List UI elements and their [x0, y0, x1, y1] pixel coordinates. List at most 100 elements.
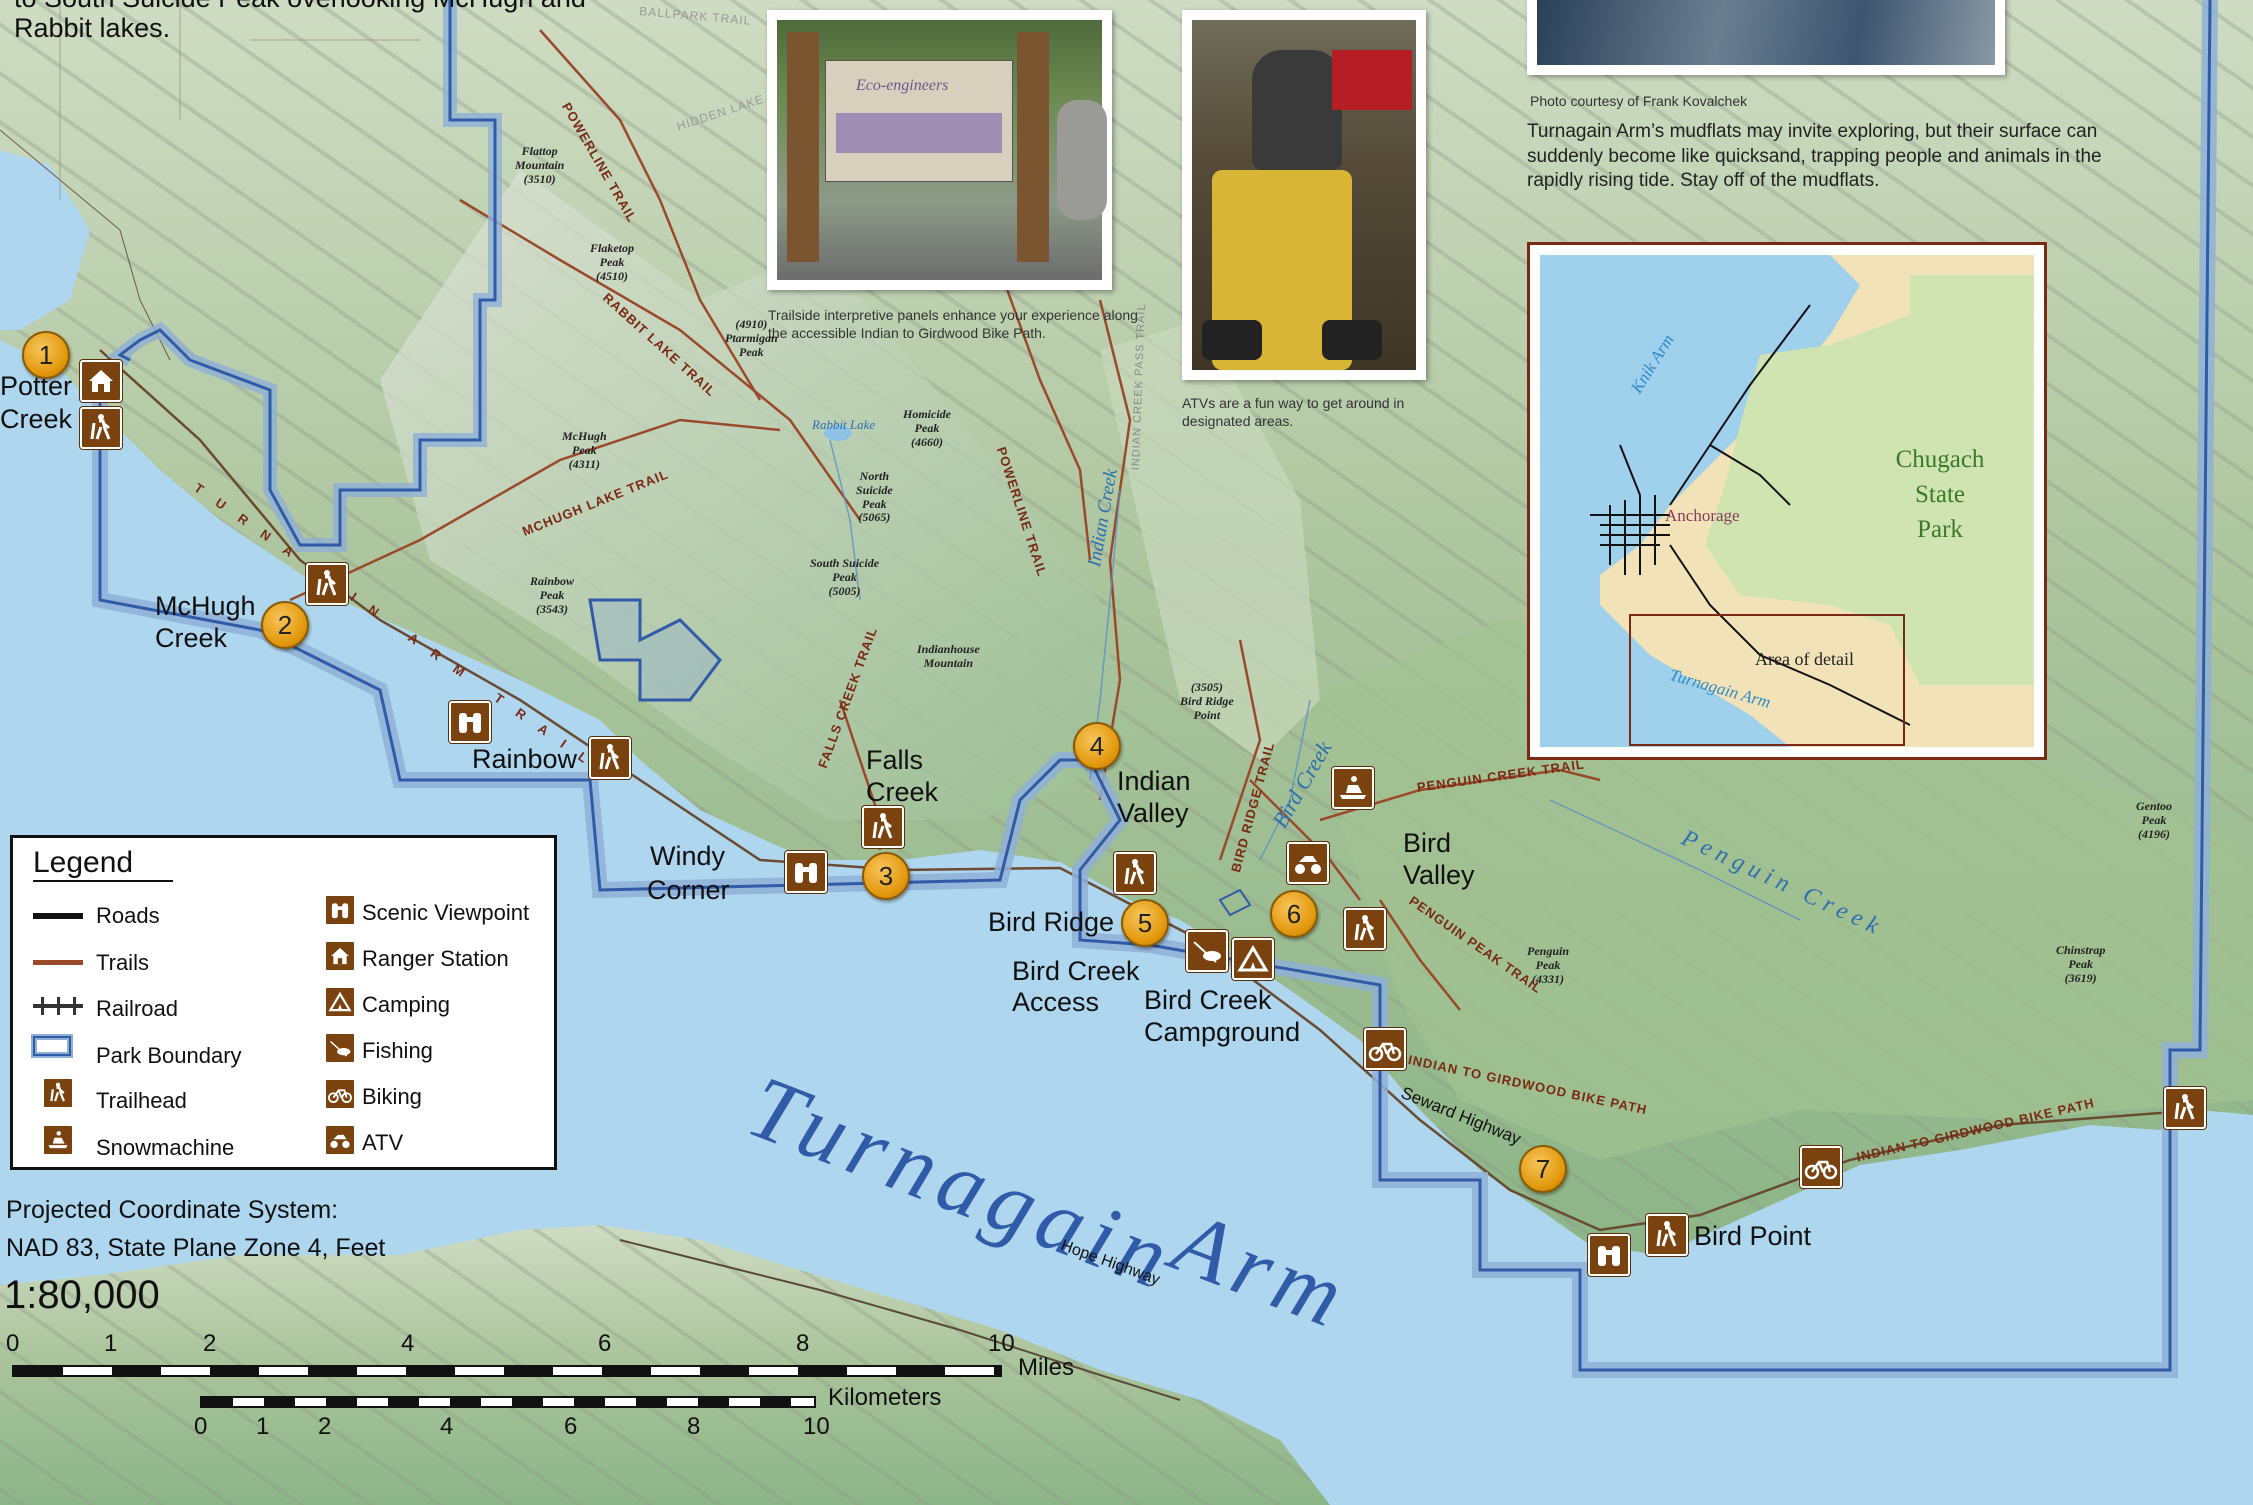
- label-bird-ridge: Bird Ridge: [988, 907, 1115, 937]
- label-bird-creek-access-1: Bird Creek: [1012, 956, 1140, 986]
- legend: Legend Roads Trails Railroad Park Bounda…: [10, 835, 557, 1170]
- miles-tick-8: 8: [796, 1330, 810, 1357]
- scale-bar-miles: [12, 1365, 1002, 1377]
- trailhead-icon[interactable]: [1646, 1214, 1688, 1256]
- legend-railroad-symbol: [33, 997, 83, 1015]
- legend-atv: ATV: [362, 1130, 404, 1155]
- km-tick-2: 2: [318, 1413, 332, 1440]
- inset-area-of-detail: Area of detail: [1755, 649, 1854, 669]
- intro-text-line1: to South Suicide Peak overlooking McHugh…: [14, 0, 586, 12]
- legend-trailhead: Trailhead: [96, 1088, 187, 1113]
- biking-icon[interactable]: [1364, 1028, 1406, 1070]
- km-tick-8: 8: [687, 1413, 701, 1440]
- legend-camping: Camping: [362, 992, 451, 1017]
- trailhead-icon[interactable]: [80, 407, 122, 449]
- km-tick-1: 1: [256, 1413, 270, 1440]
- label-windy-corner-1: Windy: [650, 841, 726, 871]
- trailhead-icon[interactable]: [1344, 908, 1386, 950]
- miles-tick-2: 2: [203, 1330, 217, 1357]
- km-tick-6: 6: [564, 1413, 578, 1440]
- legend-ranger-station-icon: [325, 941, 355, 971]
- label-windy-corner-2: Corner: [647, 875, 730, 905]
- miles-unit: Miles: [1018, 1354, 1075, 1381]
- legend-fishing: Fishing: [362, 1038, 433, 1063]
- label-potter-creek-2: Creek: [0, 404, 73, 434]
- camping-icon[interactable]: [1232, 938, 1274, 980]
- legend-trail-symbol: [33, 960, 83, 965]
- label-bird-valley-2: Valley: [1403, 860, 1475, 890]
- badge-7[interactable]: 7: [1519, 1145, 1567, 1193]
- badge-5[interactable]: 5: [1121, 899, 1169, 947]
- inset-anchorage: Anchorage: [1665, 506, 1740, 525]
- inset-locator-map: Knik Arm Anchorage Chugach State Park Ar…: [1527, 242, 2047, 760]
- mudflat-photo-credit: Photo courtesy of Frank Kovalchek: [1530, 93, 1748, 109]
- legend-roads: Roads: [96, 903, 160, 928]
- label-bird-creek-campground-2: Campground: [1144, 1017, 1301, 1047]
- legend-railroad: Railroad: [96, 996, 178, 1021]
- label-indian-valley-2: Valley: [1117, 798, 1189, 828]
- atv-photo: [1182, 10, 1426, 380]
- scenic-viewpoint-icon[interactable]: [785, 851, 827, 893]
- scale-bar-km: [200, 1396, 816, 1408]
- interpretive-panel-photo: Eco-engineers: [767, 10, 1112, 290]
- legend-scenic-viewpoint-icon: [325, 895, 355, 925]
- inset-park-line3: Park: [1917, 516, 1963, 543]
- trailhead-icon[interactable]: [589, 737, 631, 779]
- badge-2[interactable]: 2: [261, 601, 309, 649]
- scenic-viewpoint-icon[interactable]: [449, 701, 491, 743]
- legend-biking-icon: [325, 1079, 355, 1109]
- badge-6[interactable]: 6: [1270, 890, 1318, 938]
- legend-camping-icon: [325, 987, 355, 1017]
- trailhead-icon[interactable]: [1114, 852, 1156, 894]
- trailhead-icon[interactable]: [306, 563, 348, 605]
- biking-icon[interactable]: [1800, 1146, 1842, 1188]
- legend-boundary-symbol: [31, 1034, 73, 1058]
- legend-park-boundary: Park Boundary: [96, 1043, 242, 1068]
- label-bird-valley-1: Bird: [1403, 828, 1452, 858]
- projection-line1: Projected Coordinate System:: [6, 1196, 339, 1224]
- ranger-station-icon[interactable]: [80, 360, 122, 402]
- miles-tick-6: 6: [598, 1330, 612, 1357]
- badge-3[interactable]: 3: [862, 852, 910, 900]
- fishing-icon[interactable]: [1186, 930, 1228, 972]
- badge-1[interactable]: 1: [22, 331, 70, 379]
- legend-trails: Trails: [96, 950, 149, 975]
- label-bird-creek-campground-1: Bird Creek: [1144, 985, 1272, 1015]
- snowmachine-icon[interactable]: [1332, 767, 1374, 809]
- trailhead-icon[interactable]: [862, 806, 904, 848]
- legend-scenic-viewpoint: Scenic Viewpoint: [362, 900, 530, 925]
- legend-title: Legend: [33, 846, 174, 882]
- mudflat-photo: [1527, 0, 2005, 75]
- km-tick-4: 4: [440, 1413, 454, 1440]
- label-mchugh-creek-1: McHugh: [155, 591, 256, 621]
- miles-tick-1: 1: [104, 1330, 118, 1357]
- label-falls-creek-1: Falls: [866, 745, 924, 775]
- label-bird-point: Bird Point: [1694, 1221, 1812, 1251]
- legend-atv-icon: [325, 1125, 355, 1155]
- badge-4[interactable]: 4: [1073, 722, 1121, 770]
- km-unit: Kilometers: [828, 1384, 942, 1411]
- label-mchugh-creek-2: Creek: [155, 623, 228, 653]
- panel-sign-title: Eco-engineers: [856, 77, 949, 94]
- legend-road-symbol: [33, 913, 83, 919]
- legend-fishing-icon: [325, 1033, 355, 1063]
- atv-icon[interactable]: [1287, 842, 1329, 884]
- intro-text-line2: Rabbit lakes.: [14, 13, 171, 43]
- trailhead-icon[interactable]: [2164, 1087, 2206, 1129]
- legend-trailhead-icon: [43, 1078, 73, 1108]
- projection-line2: NAD 83, State Plane Zone 4, Feet: [6, 1234, 386, 1262]
- legend-ranger-station: Ranger Station: [362, 946, 509, 971]
- scenic-viewpoint-icon[interactable]: [1588, 1234, 1630, 1276]
- miles-tick-0: 0: [6, 1330, 20, 1357]
- inset-park-line2: State: [1915, 481, 1965, 508]
